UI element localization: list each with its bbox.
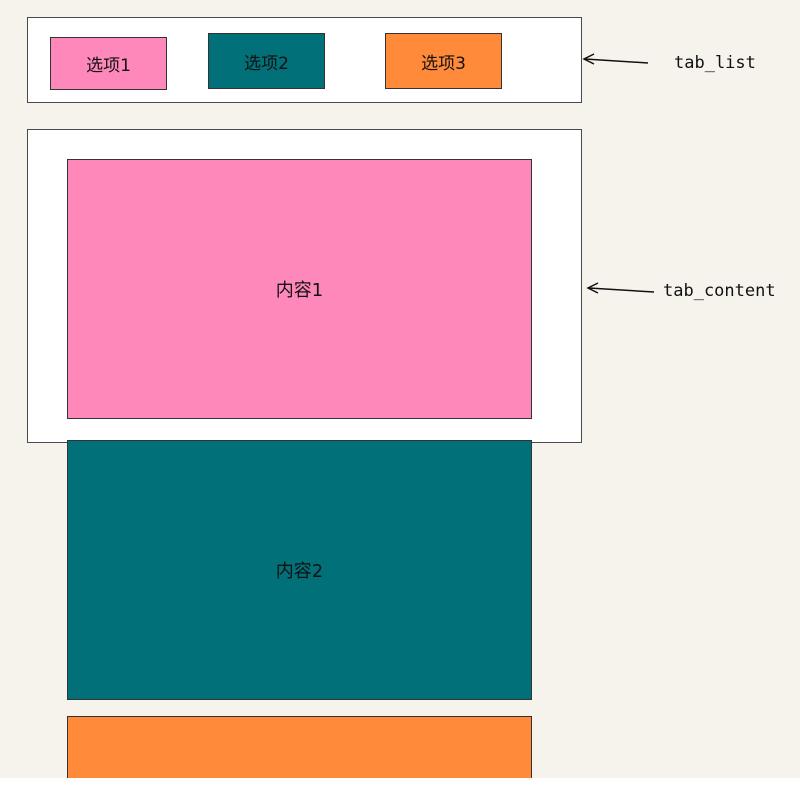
content-panel-3	[67, 716, 532, 789]
tab-content-arrow	[586, 282, 655, 294]
tab-1-label: 选项1	[86, 56, 131, 76]
content-panel-2-label: 内容2	[275, 561, 324, 582]
tab-3[interactable]: 选项3	[385, 33, 502, 89]
content-panel-1-label: 内容1	[275, 280, 324, 301]
tab-3-label: 选项3	[421, 53, 466, 74]
tab-1[interactable]: 选项1	[50, 37, 167, 90]
content-panel-1: 内容1	[67, 159, 532, 419]
tab-2[interactable]: 选项2	[208, 33, 325, 89]
tab-list-annotation: tab_list	[674, 53, 756, 73]
content-panel-2: 内容2	[67, 440, 532, 700]
tab-2-label: 选项2	[244, 53, 289, 74]
tab-list-arrow	[582, 53, 649, 65]
bottom-strip	[0, 778, 800, 789]
tab-content-annotation: tab_content	[663, 281, 776, 301]
